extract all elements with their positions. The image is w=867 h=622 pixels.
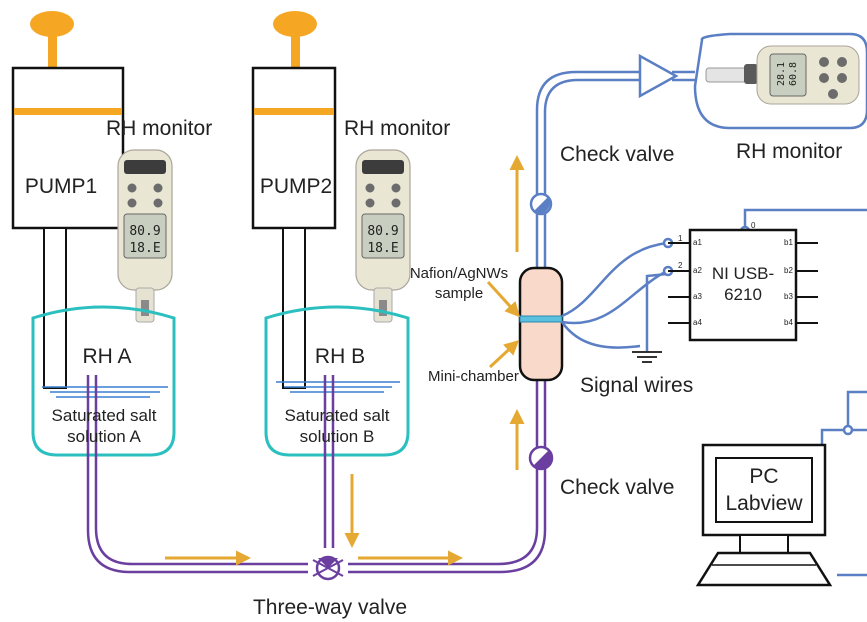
pump1-label: PUMP1 bbox=[24, 175, 98, 198]
wire-number-1: 1 bbox=[678, 234, 683, 243]
pc-label-line1: PC bbox=[749, 465, 779, 488]
wire-number-0: 0 bbox=[751, 221, 756, 230]
purple-tubing bbox=[86, 375, 547, 574]
ground-icon bbox=[632, 351, 662, 363]
pin-a1: a1 bbox=[693, 238, 702, 247]
pin-b1: b1 bbox=[784, 238, 793, 247]
rh-a-label: RH A bbox=[82, 345, 132, 368]
meter-a-reading-bottom: 18.E bbox=[129, 241, 160, 256]
rh-monitor-label-2: RH monitor bbox=[344, 117, 451, 140]
pump2-tube bbox=[282, 227, 306, 389]
flow-arrows bbox=[165, 155, 525, 566]
pump1-knob bbox=[30, 11, 74, 37]
pin-b4: b4 bbox=[784, 318, 793, 327]
sample-label-line2: sample bbox=[434, 285, 484, 302]
container-b bbox=[264, 305, 410, 457]
daq-label-line2: 6210 bbox=[724, 285, 762, 304]
solution-b-label-line2: solution B bbox=[299, 427, 375, 446]
pump1-barrel bbox=[11, 66, 125, 230]
pin-a2: a2 bbox=[693, 266, 702, 275]
rh-monitor-label-3: RH monitor bbox=[736, 140, 843, 163]
container-a bbox=[31, 305, 176, 457]
benchtop-rh-monitor: 28.1 60.8 bbox=[693, 32, 867, 130]
pump2 bbox=[251, 11, 337, 389]
pump2-plunger bbox=[254, 108, 334, 115]
solution-a-label-line2: solution A bbox=[67, 427, 141, 446]
pin-b2: b2 bbox=[784, 266, 793, 275]
mini-chamber-label: Mini-chamber bbox=[428, 368, 519, 385]
benchtop-reading-top: 28.1 bbox=[776, 62, 787, 86]
daq-label-line1: NI USB- bbox=[711, 264, 775, 283]
three-way-valve-label: Three-way valve bbox=[252, 596, 408, 619]
rh-b-label: RH B bbox=[314, 345, 366, 368]
pump1-plunger bbox=[14, 108, 122, 115]
solution-a-label-line1: Saturated salt bbox=[51, 406, 157, 425]
check-valve-top-label: Check valve bbox=[560, 143, 675, 166]
rh-monitor-label-1: RH monitor bbox=[106, 117, 213, 140]
signal-wires-label: Signal wires bbox=[580, 374, 694, 397]
pc-label-line2: Labview bbox=[725, 492, 803, 515]
pin-a3: a3 bbox=[693, 292, 702, 301]
pin-a4: a4 bbox=[693, 318, 702, 327]
pump2-knob bbox=[273, 11, 317, 37]
rh-meter-a: 80.9 18.E bbox=[117, 149, 173, 323]
benchtop-reading-bottom: 60.8 bbox=[788, 62, 799, 86]
pump1 bbox=[11, 11, 125, 389]
sample-label-line1: Nafion/AgNWs bbox=[409, 265, 509, 282]
mini-chamber bbox=[518, 266, 564, 382]
meter-b-reading-bottom: 18.E bbox=[367, 241, 398, 256]
meter-b-reading-top: 80.9 bbox=[367, 224, 398, 239]
rh-meter-b: 80.9 18.E bbox=[355, 149, 411, 323]
wire-number-2: 2 bbox=[678, 261, 683, 270]
check-valve-bottom-label: Check valve bbox=[560, 476, 675, 499]
check-valve-top-icon bbox=[529, 192, 553, 216]
pump2-barrel bbox=[251, 66, 337, 230]
meter-a-reading-top: 80.9 bbox=[129, 224, 160, 239]
pump2-label: PUMP2 bbox=[259, 175, 333, 198]
solution-b-label-line1: Saturated salt bbox=[284, 406, 390, 425]
solution-a-surface bbox=[42, 386, 168, 398]
pin-b3: b3 bbox=[784, 292, 793, 301]
pump1-tube bbox=[43, 227, 67, 389]
ni-usb-6210-box bbox=[668, 228, 818, 342]
check-valve-bottom-icon bbox=[528, 445, 554, 471]
cone-check-valve bbox=[638, 53, 679, 99]
three-way-valve bbox=[312, 555, 344, 581]
solution-b-surface bbox=[276, 381, 400, 393]
blue-tubing bbox=[535, 70, 695, 270]
pc-monitor bbox=[695, 443, 833, 587]
